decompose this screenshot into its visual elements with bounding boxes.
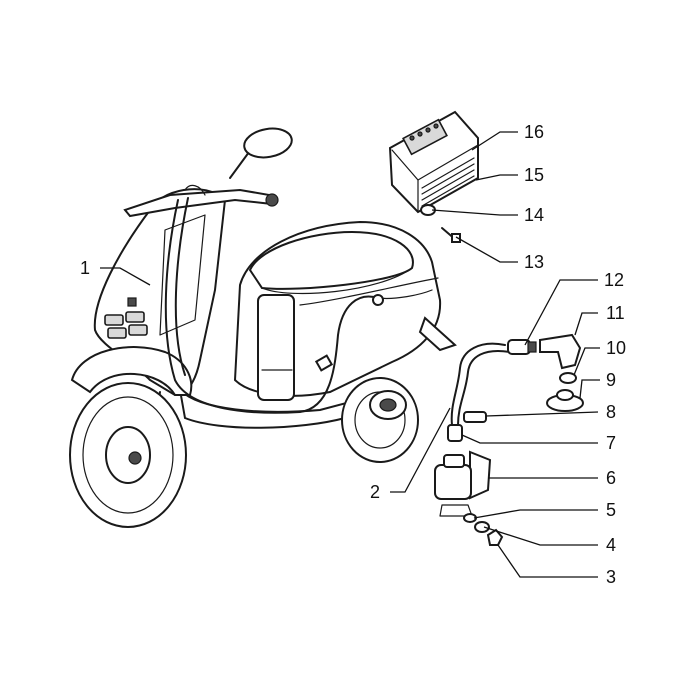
- callout-11: 11: [606, 303, 625, 323]
- headlight-grille: [104, 311, 148, 339]
- rear-wheel: [341, 377, 419, 463]
- scooter-illustration: [69, 127, 457, 528]
- callout-labels: 1 2 3 4 5 6 7 8 9 10 11 12 13 14 15 16: [80, 122, 626, 587]
- front-wheel: [69, 382, 187, 528]
- callout-3: 3: [606, 567, 616, 587]
- coil-lock-washer: [474, 521, 490, 533]
- callout-6: 6: [606, 468, 616, 488]
- callout-14: 14: [524, 205, 544, 225]
- callout-10: 10: [606, 338, 626, 358]
- voltage-regulator: [388, 110, 479, 214]
- wiring-harness: [127, 184, 433, 414]
- plug-grommet: [546, 389, 584, 412]
- plug-cap-elbow: [539, 333, 582, 370]
- leader-lines: [100, 131, 600, 578]
- callout-15: 15: [524, 165, 544, 185]
- ht-lead: [450, 342, 511, 426]
- callout-8: 8: [606, 402, 616, 422]
- spark-plug-cap: [507, 339, 537, 355]
- regulator-fins: [421, 157, 475, 207]
- coil-cap: [447, 424, 463, 442]
- callout-7: 7: [606, 433, 616, 453]
- callout-4: 4: [606, 535, 616, 555]
- callout-12: 12: [604, 270, 624, 290]
- plug-washer: [559, 372, 577, 384]
- callout-16: 16: [524, 122, 544, 142]
- callout-5: 5: [606, 500, 616, 520]
- regulator-screw: [441, 227, 461, 243]
- callout-2: 2: [370, 482, 380, 502]
- callout-1: 1: [80, 258, 90, 278]
- ignition-coil: [434, 450, 492, 517]
- callout-13: 13: [524, 252, 544, 272]
- callout-9: 9: [606, 370, 616, 390]
- coil-bolt: [463, 411, 487, 423]
- mirror: [229, 127, 293, 179]
